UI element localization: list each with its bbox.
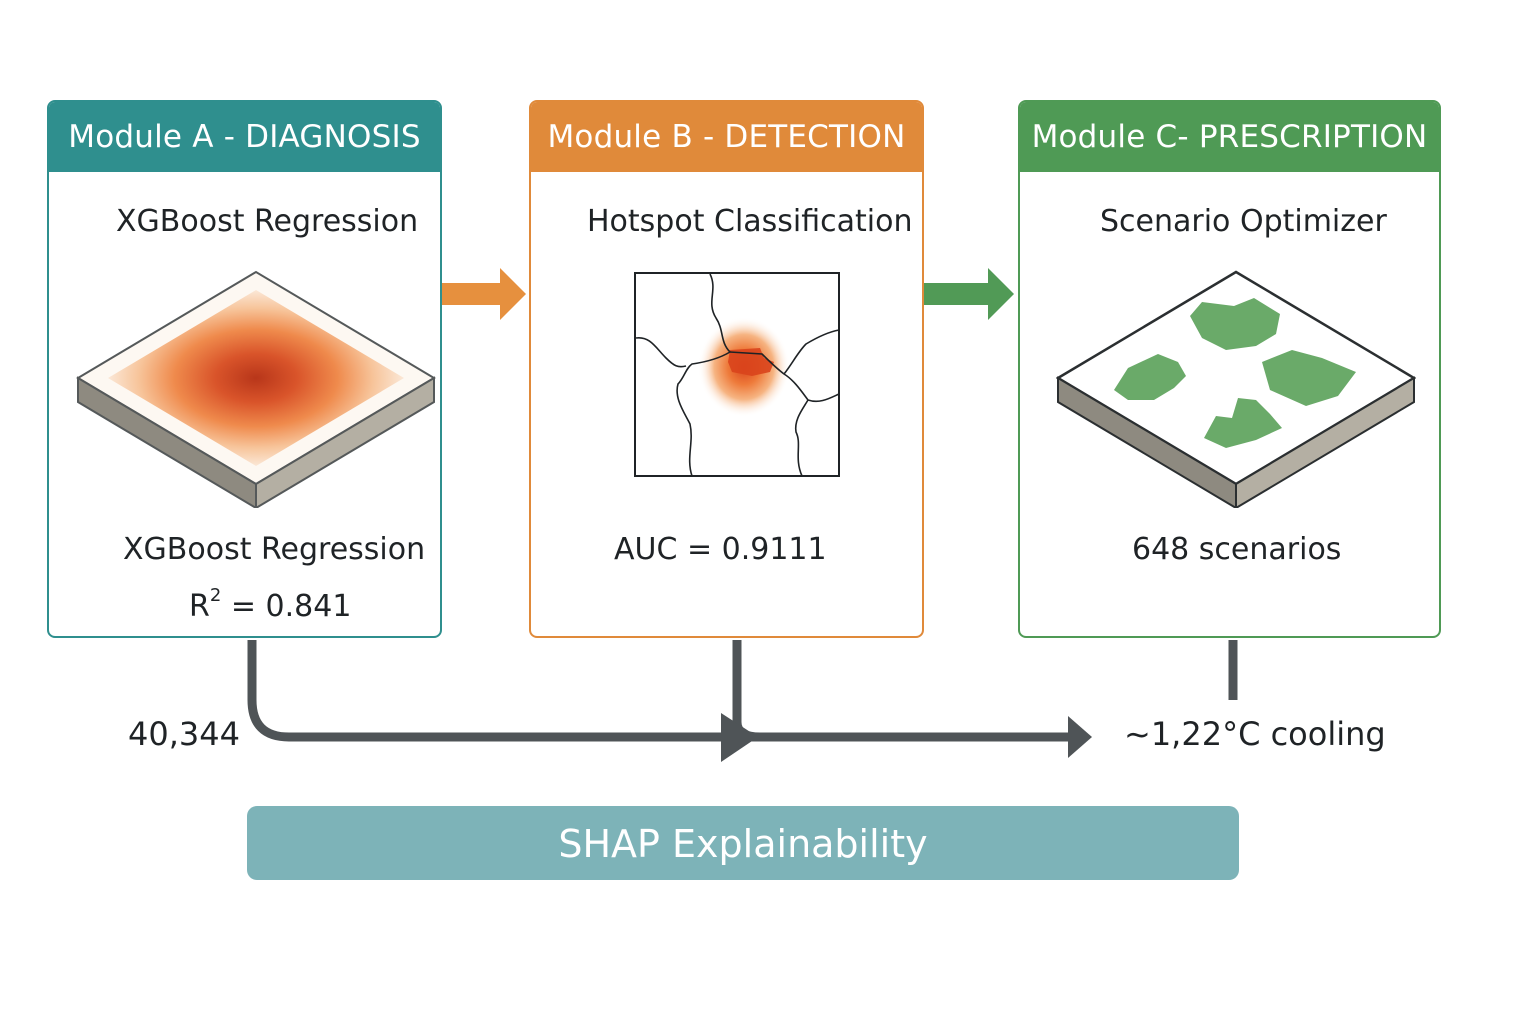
arrow-head-icon bbox=[721, 713, 758, 762]
module-c-scenarios-metric: 648 scenarios bbox=[1132, 532, 1342, 567]
module-a-card: Module A - DIAGNOSIS XGBoost Regression … bbox=[47, 100, 442, 638]
module-c-subtitle: Scenario Optimizer bbox=[1100, 204, 1387, 239]
record-count-label: 40,344 bbox=[128, 715, 240, 753]
cooling-result-label: ~1,22°C cooling bbox=[1124, 715, 1386, 753]
hotspot-map-icon bbox=[634, 272, 840, 477]
arrow-head-icon bbox=[1068, 716, 1092, 758]
module-b-card: Module B - DETECTION Hotspot Classificat… bbox=[529, 100, 924, 638]
arrow-right-icon bbox=[924, 268, 1014, 320]
shap-explainability-bar: SHAP Explainability bbox=[247, 806, 1239, 880]
module-a-metric-label: XGBoost Regression bbox=[123, 532, 426, 567]
heatmap-slab-icon bbox=[76, 270, 436, 508]
module-a-subtitle: XGBoost Regression bbox=[116, 204, 419, 239]
bottom-flow-line bbox=[247, 640, 1238, 742]
module-c-header: Module C- PRESCRIPTION bbox=[1020, 102, 1439, 172]
module-c-card: Module C- PRESCRIPTION Scenario Optimize… bbox=[1018, 100, 1441, 638]
module-b-subtitle: Hotspot Classification bbox=[587, 204, 913, 239]
module-b-header: Module B - DETECTION bbox=[531, 102, 922, 172]
module-a-r2-metric: R2 = 0.841 bbox=[189, 585, 352, 624]
arrow-right-icon bbox=[442, 268, 526, 320]
module-b-auc-metric: AUC = 0.9111 bbox=[614, 532, 827, 567]
module-a-header: Module A - DIAGNOSIS bbox=[49, 102, 440, 172]
green-patches-slab-icon bbox=[1056, 270, 1416, 508]
